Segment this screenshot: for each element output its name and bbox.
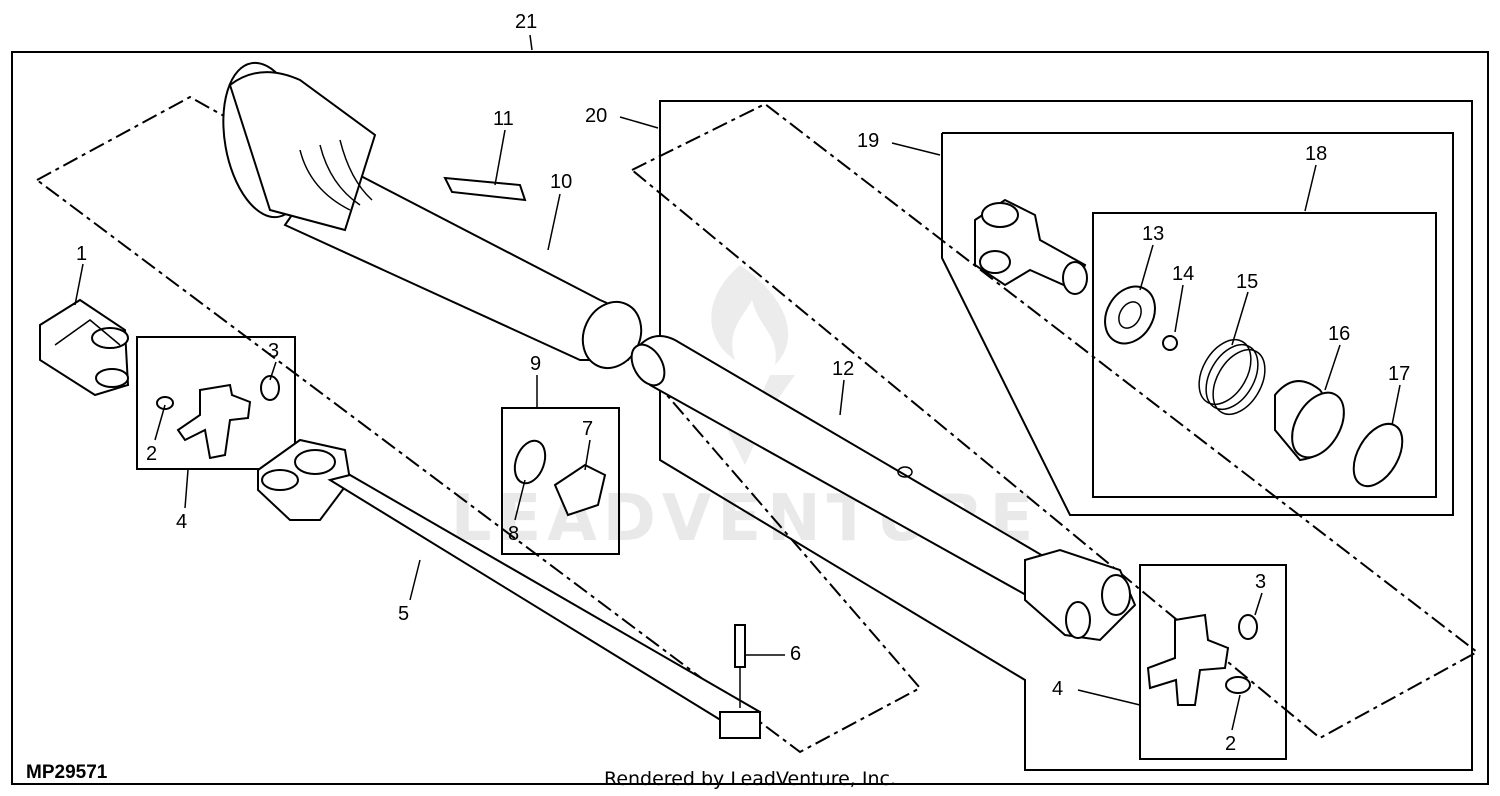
callout-20: 20 <box>585 105 607 127</box>
seal-kit-box <box>501 407 620 555</box>
cross-and-bearing-kit-right <box>1146 613 1258 706</box>
ball <box>1162 335 1178 351</box>
callout-14: 14 <box>1172 263 1194 285</box>
callout-21: 21 <box>515 11 537 33</box>
callout-4-right: 4 <box>1052 678 1063 700</box>
callout-7: 7 <box>582 418 593 440</box>
figure-id: MP29571 <box>26 762 108 783</box>
outer-shield-tube <box>222 61 643 370</box>
callout-17: 17 <box>1388 363 1410 385</box>
cross-kit-box-right <box>1139 564 1287 760</box>
yoke <box>39 298 130 397</box>
callout-18: 18 <box>1305 143 1327 165</box>
assembly-frame-18 <box>1092 212 1437 498</box>
spring <box>1198 339 1266 415</box>
inner-shield-tube <box>630 335 1137 642</box>
callout-6: 6 <box>790 643 801 665</box>
guide-plane-right <box>631 102 1479 740</box>
guide-plane-left <box>36 95 922 754</box>
spring-pin <box>734 624 746 708</box>
callout-2-right: 2 <box>1225 733 1236 755</box>
cross-and-bearing-kit-left <box>156 375 280 460</box>
callout-15: 15 <box>1236 271 1258 293</box>
callout-4-left: 4 <box>176 511 187 533</box>
callout-3-right: 3 <box>1255 571 1266 593</box>
assembly-frame-20 <box>659 100 1473 771</box>
assembly-frame-19 <box>941 132 1454 516</box>
callout-12: 12 <box>832 358 854 380</box>
callout-3-left: 3 <box>268 340 279 362</box>
retainer-plate <box>553 463 607 517</box>
washer <box>1104 285 1156 345</box>
collar <box>1274 380 1345 462</box>
callout-16: 16 <box>1328 323 1350 345</box>
callout-9: 9 <box>530 353 541 375</box>
callout-8: 8 <box>508 523 519 545</box>
cross-kit-box-left <box>136 336 296 470</box>
callout-10: 10 <box>550 171 572 193</box>
render-credit: Rendered by LeadVenture, Inc. <box>604 768 896 790</box>
washer-hole <box>1118 301 1142 329</box>
retaining-ring <box>1352 422 1404 488</box>
callout-11: 11 <box>493 108 514 130</box>
callouts: 21 20 19 18 11 10 1 2 3 4 5 6 9 7 8 12 1… <box>76 11 1410 755</box>
inner-yoke-shaft <box>257 438 762 739</box>
assembly-frame-21 <box>11 51 1489 785</box>
leader-lines <box>74 34 1401 731</box>
callout-1: 1 <box>76 243 87 265</box>
callout-5: 5 <box>398 603 409 625</box>
callout-19: 19 <box>857 130 879 152</box>
warning-label <box>443 176 527 202</box>
snap-ring <box>513 439 547 485</box>
callout-13: 13 <box>1142 223 1164 245</box>
callout-2-left: 2 <box>146 443 157 465</box>
shaft-yoke <box>974 198 1088 295</box>
